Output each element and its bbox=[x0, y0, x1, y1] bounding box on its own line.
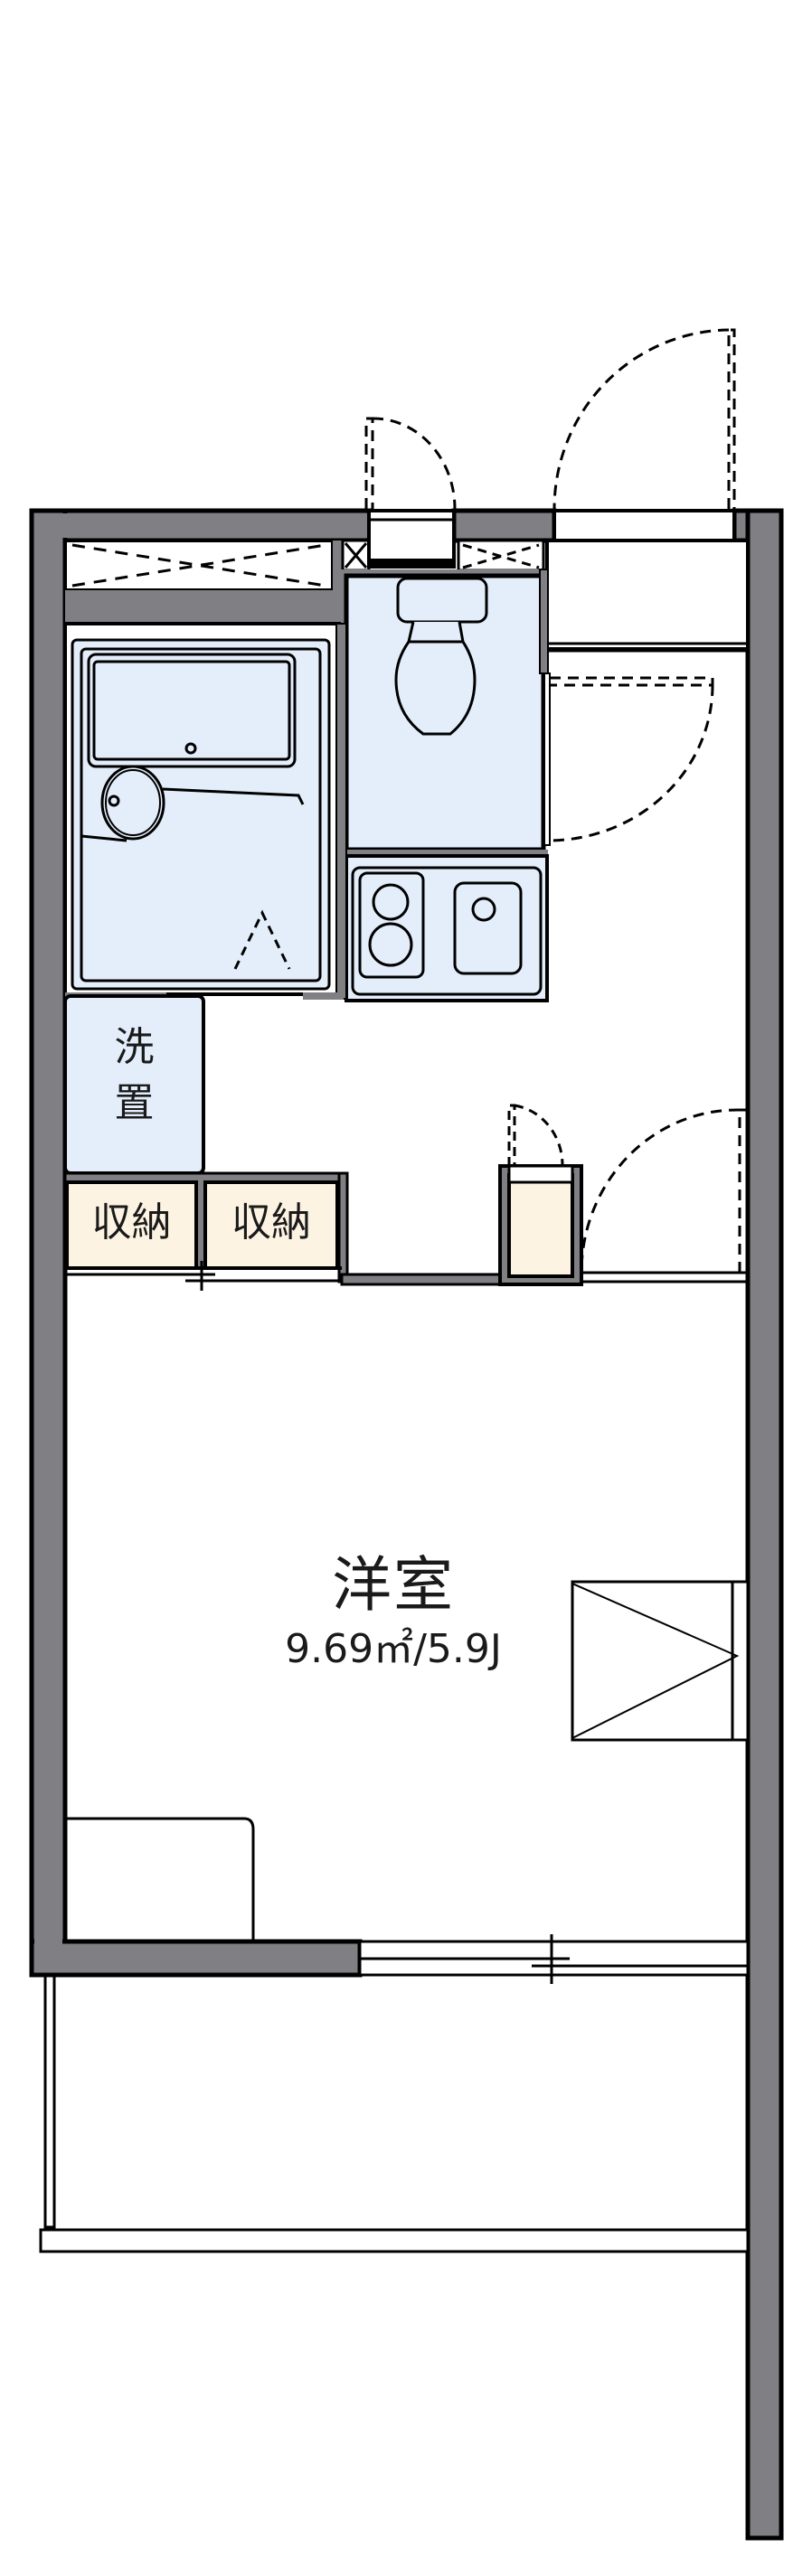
laundry-label-line2: 置 bbox=[114, 1080, 155, 1126]
western-room-area: 9.69㎡/5.9J bbox=[285, 1626, 502, 1672]
main-room-door bbox=[580, 1108, 749, 1283]
storage-closets bbox=[65, 1180, 342, 1291]
balcony-sliding-door bbox=[358, 1934, 750, 1984]
shoe-closet bbox=[498, 1104, 583, 1286]
storage-1-label: 収納 bbox=[91, 1199, 172, 1246]
pipe-shaft-right bbox=[457, 539, 545, 572]
pipe-shaft-left bbox=[341, 539, 371, 572]
balcony bbox=[39, 1974, 750, 2253]
upper-shelf-left bbox=[63, 539, 335, 592]
kitchen-counter bbox=[345, 854, 549, 1002]
desk bbox=[65, 1817, 255, 1941]
room-window bbox=[571, 1580, 750, 1742]
toilet-window-swing bbox=[364, 417, 457, 510]
laundry-label: 洗 置 bbox=[65, 1020, 203, 1132]
entrance-door bbox=[552, 328, 736, 542]
storage-2-label: 収納 bbox=[231, 1199, 311, 1246]
toilet-room bbox=[344, 569, 549, 852]
western-room-name: 洋室 bbox=[332, 1550, 455, 1620]
bathroom bbox=[63, 622, 341, 996]
toilet-door-swing bbox=[549, 676, 714, 842]
laundry-label-line1: 洗 bbox=[114, 1024, 155, 1070]
